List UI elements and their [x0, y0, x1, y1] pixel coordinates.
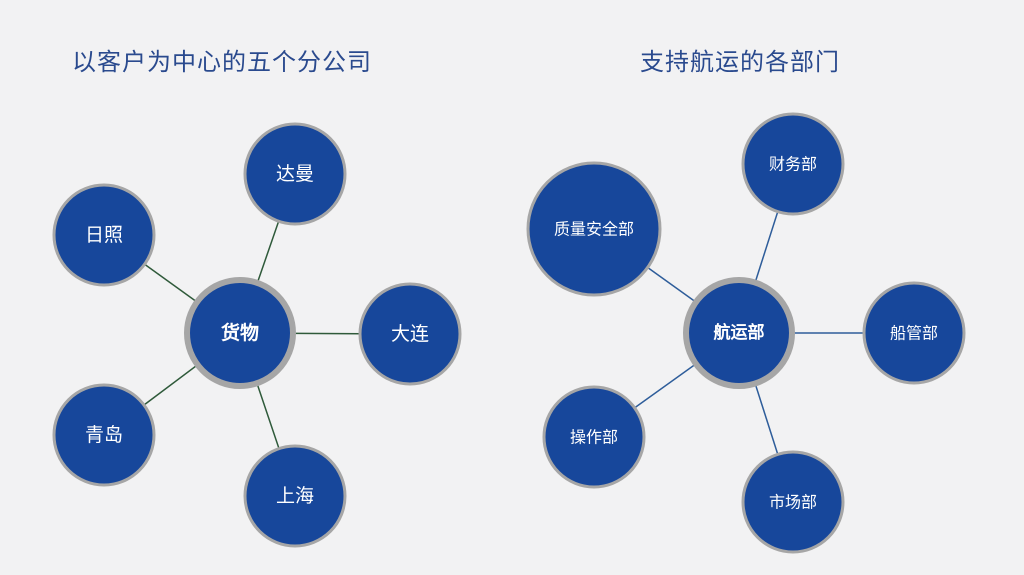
left-node: 上海	[243, 444, 347, 548]
right-diagram-title: 支持航运的各部门	[640, 48, 840, 76]
right-node-circle	[542, 385, 646, 489]
left-node: 青岛	[52, 383, 156, 487]
right-node-label: 市场部	[769, 493, 817, 512]
right-hub-node-circle	[683, 277, 795, 389]
right-node: 财务部	[741, 112, 845, 216]
right-node-circle	[741, 450, 845, 554]
right-node-label: 操作部	[570, 428, 618, 447]
left-node-circle	[243, 122, 347, 226]
left-node-circle	[358, 282, 462, 386]
right-node: 船管部	[862, 281, 966, 385]
left-node-label: 青岛	[85, 424, 123, 446]
left-node: 日照	[52, 183, 156, 287]
left-node-label: 达曼	[276, 163, 314, 185]
left-hub-node: 货物	[184, 277, 296, 389]
right-node-label: 财务部	[769, 155, 817, 174]
right-node: 质量安全部	[526, 161, 662, 297]
right-node-circle	[741, 112, 845, 216]
left-diagram-title: 以客户为中心的五个分公司	[72, 48, 372, 76]
left-node-circle	[243, 444, 347, 548]
left-node-circle	[52, 383, 156, 487]
left-node-label: 上海	[276, 485, 314, 507]
left-node: 大连	[358, 282, 462, 386]
right-node-label: 质量安全部	[554, 220, 634, 239]
right-hub-node-label: 航运部	[714, 322, 765, 343]
right-node-circle	[862, 281, 966, 385]
left-node: 达曼	[243, 122, 347, 226]
left-node-label: 大连	[391, 323, 429, 345]
right-node-label: 船管部	[890, 324, 938, 343]
right-node: 操作部	[542, 385, 646, 489]
left-hub-node-circle	[184, 277, 296, 389]
right-hub-node: 航运部	[683, 277, 795, 389]
left-node-label: 日照	[85, 224, 123, 246]
left-hub-node-label: 货物	[221, 321, 259, 344]
left-node-circle	[52, 183, 156, 287]
right-node-circle	[526, 161, 662, 297]
right-node: 市场部	[741, 450, 845, 554]
